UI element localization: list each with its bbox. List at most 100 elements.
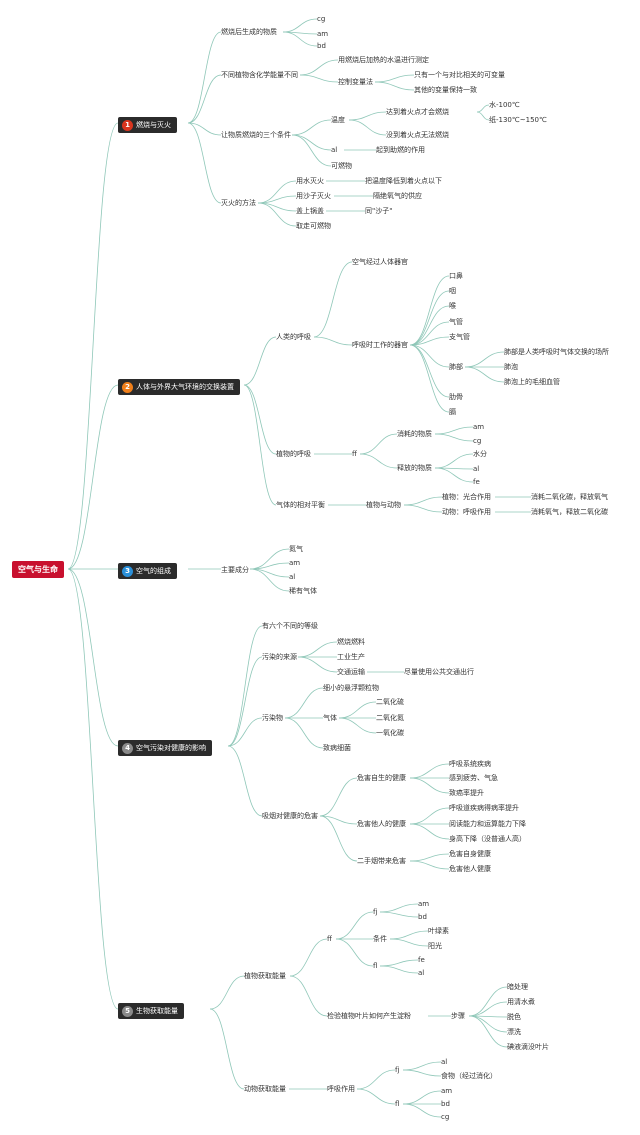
node[interactable]: 食物（经过消化） <box>441 1072 497 1080</box>
node[interactable]: 二手烟带来危害 <box>357 857 406 865</box>
node[interactable]: 危害他人的健康 <box>357 820 406 828</box>
node[interactable]: 污染物 <box>262 714 283 722</box>
node[interactable]: 条件 <box>373 935 387 943</box>
node[interactable]: 漂洗 <box>507 1028 521 1036</box>
node[interactable]: 有六个不同的等级 <box>262 622 318 630</box>
node[interactable]: fl <box>373 962 378 970</box>
node[interactable]: 主要成分 <box>221 566 249 574</box>
node[interactable]: 致病细菌 <box>323 744 351 752</box>
category-5[interactable]: 5 生物获取能量 <box>118 1003 184 1019</box>
category-1[interactable]: 1 燃烧与灭火 <box>118 117 177 133</box>
node[interactable]: ff <box>327 935 332 943</box>
node[interactable]: 呼吸时工作的器官 <box>352 341 408 349</box>
node[interactable]: 让物质燃烧的三个条件 <box>221 131 291 139</box>
node[interactable]: 碘液滴没叶片 <box>507 1043 549 1051</box>
node[interactable]: 释放的物质 <box>397 464 432 472</box>
node[interactable]: am <box>317 30 329 38</box>
node[interactable]: fe <box>418 956 425 964</box>
node[interactable]: 用水灭火 <box>296 177 324 185</box>
node[interactable]: ff <box>352 450 357 458</box>
node[interactable]: 用沙子灭火 <box>296 192 331 200</box>
node[interactable]: 空气经过人体器官 <box>352 258 408 266</box>
node[interactable]: 用清水煮 <box>507 998 535 1006</box>
node[interactable]: 尽量使用公共交通出行 <box>404 668 474 676</box>
node[interactable]: 危害自生的健康 <box>357 774 406 782</box>
node[interactable]: cg <box>441 1113 450 1121</box>
node[interactable]: 人类的呼吸 <box>276 333 311 341</box>
node[interactable]: 达到着火点才会燃烧 <box>386 108 449 116</box>
node[interactable]: 肺泡上的毛细血管 <box>504 378 560 386</box>
node[interactable]: 气管 <box>449 318 463 326</box>
node[interactable]: am <box>473 423 485 431</box>
category-4[interactable]: 4 空气污染对健康的影响 <box>118 740 212 756</box>
node[interactable]: 用燃烧后加热的水温进行测定 <box>338 56 429 64</box>
node[interactable]: 控制变量法 <box>338 78 373 86</box>
node[interactable]: 温度 <box>331 116 345 124</box>
node[interactable]: 暗处理 <box>507 983 528 991</box>
node[interactable]: 膈 <box>449 408 456 416</box>
node[interactable]: 起到助燃的作用 <box>376 146 425 154</box>
node[interactable]: 植物：光合作用 <box>442 493 491 501</box>
node[interactable]: 交通运输 <box>337 668 365 676</box>
node[interactable]: 氮气 <box>289 545 303 553</box>
node[interactable]: 水分 <box>473 450 487 458</box>
node[interactable]: 同"沙子" <box>365 207 393 215</box>
node[interactable]: 消耗的物质 <box>397 430 432 438</box>
node[interactable]: 其他的变量保持一致 <box>414 86 477 94</box>
node[interactable]: 身高下降（没普通人高） <box>449 835 526 843</box>
node[interactable]: 消耗氧气，释放二氧化碳 <box>531 508 608 516</box>
node[interactable]: 危害自身健康 <box>449 850 491 858</box>
node[interactable]: 细小的悬浮颗粒物 <box>323 684 379 692</box>
node[interactable]: 肺部是人类呼吸时气体交换的场所 <box>504 348 609 356</box>
node[interactable]: cg <box>317 15 326 23</box>
node[interactable]: 气体的相对平衡 <box>276 501 325 509</box>
node[interactable]: fl <box>395 1100 400 1108</box>
node[interactable]: 危害他人健康 <box>449 865 491 873</box>
node[interactable]: fe <box>473 478 480 486</box>
node[interactable]: 工业生产 <box>337 653 365 661</box>
node[interactable]: 致癌率提升 <box>449 789 484 797</box>
node[interactable]: 盖上锅盖 <box>296 207 324 215</box>
node[interactable]: 灭火的方法 <box>221 199 256 207</box>
node[interactable]: am <box>418 900 430 908</box>
node[interactable]: 咽 <box>449 287 456 295</box>
category-3[interactable]: 3 空气的组成 <box>118 563 177 579</box>
node[interactable]: 吸烟对健康的危害 <box>262 812 318 820</box>
node[interactable]: 二氧化氮 <box>376 714 404 722</box>
node[interactable]: 纸-130℃~150℃ <box>489 116 547 124</box>
node[interactable]: 支气管 <box>449 333 470 341</box>
node[interactable]: 不同植物含化学能量不同 <box>221 71 298 79</box>
node[interactable]: 可燃物 <box>331 162 352 170</box>
node[interactable]: 隔绝氧气的供应 <box>373 192 422 200</box>
node[interactable]: am <box>289 559 301 567</box>
node[interactable]: 植物获取能量 <box>244 972 286 980</box>
node[interactable]: fj <box>373 908 378 916</box>
node[interactable]: 取走可燃物 <box>296 222 331 230</box>
node[interactable]: 水-100℃ <box>489 101 520 109</box>
node[interactable]: 植物的呼吸 <box>276 450 311 458</box>
node[interactable]: 气体 <box>323 714 337 722</box>
node[interactable]: al <box>331 146 338 154</box>
node[interactable]: 肋骨 <box>449 393 463 401</box>
node[interactable]: fj <box>395 1066 400 1074</box>
node[interactable]: 动物获取能量 <box>244 1085 286 1093</box>
node[interactable]: 呼吸道疾病得病率提升 <box>449 804 519 812</box>
node[interactable]: 感到疲劳、气急 <box>449 774 498 782</box>
node[interactable]: 叶绿素 <box>428 927 449 935</box>
node[interactable]: cg <box>473 437 482 445</box>
node[interactable]: bd <box>441 1100 450 1108</box>
node[interactable]: 阅读能力和运算能力下降 <box>449 820 526 828</box>
node[interactable]: 阳光 <box>428 942 442 950</box>
node[interactable]: 一氧化碳 <box>376 729 404 737</box>
node[interactable]: al <box>441 1058 448 1066</box>
node[interactable]: 稀有气体 <box>289 587 317 595</box>
node[interactable]: 燃烧燃料 <box>337 638 365 646</box>
node[interactable]: 只有一个与对比相关的可变量 <box>414 71 505 79</box>
root-node[interactable]: 空气与生命 <box>12 561 64 578</box>
node[interactable]: 肺泡 <box>504 363 518 371</box>
node[interactable]: al <box>289 573 296 581</box>
node[interactable]: 步骤 <box>451 1012 465 1020</box>
node[interactable]: bd <box>418 913 427 921</box>
node[interactable]: 口鼻 <box>449 272 463 280</box>
node[interactable]: al <box>418 969 425 977</box>
